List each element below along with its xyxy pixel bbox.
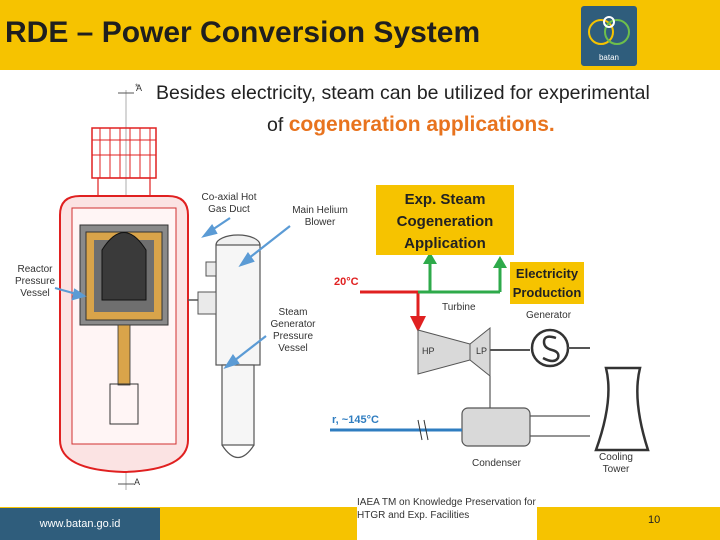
intro-line-1: Besides electricity, steam can be utiliz… [156, 82, 650, 104]
batan-logo: batan [581, 6, 637, 66]
intro-highlight: cogeneration applications. [288, 113, 555, 136]
steam-pipe [360, 290, 426, 332]
label-condenser: Condenser [472, 458, 521, 469]
intro-line-2: of cogeneration applications. [267, 113, 555, 137]
logo-mark-icon [588, 16, 630, 45]
steam-generator-vessel [188, 234, 261, 459]
condenser [461, 376, 590, 447]
return-water-pipe [330, 419, 462, 441]
turbine [417, 326, 530, 378]
label-main-blower: Main Helium Blower [292, 205, 348, 228]
label-sg-vessel: Steam Generator Pressure Vessel [270, 307, 316, 354]
label-section-top: A [136, 83, 143, 93]
label-coaxial-duct: Co-axial Hot Gas Duct [201, 192, 257, 215]
callout-arrows [54, 217, 291, 370]
intro-line-2-prefix: of [267, 114, 289, 136]
generator-icon [530, 328, 590, 368]
label-section-bottom: A [134, 477, 141, 487]
label-temp-return: r, ~145°C [332, 414, 379, 426]
logo-text: batan [598, 53, 620, 62]
label-hp: HP [422, 346, 435, 356]
slide-title: RDE – Power Conversion System [5, 16, 481, 49]
cogeneration-pipes [418, 252, 507, 294]
label-cooling-tower: Cooling Tower [599, 452, 633, 475]
footer-url[interactable]: www.batan.go.id [0, 508, 160, 540]
cooling-tower-icon [594, 366, 650, 452]
label-lp: LP [476, 346, 488, 356]
box-exp-steam: Exp. Steam Cogeneration Application [376, 185, 514, 255]
label-generator: Generator [526, 310, 572, 321]
page-number: 10 [648, 514, 661, 526]
footer-conference: IAEA TM on Knowledge Preservation for HT… [357, 496, 537, 540]
label-reactor-vessel: Reactor Pressure Vessel [14, 264, 55, 299]
reactor-head [91, 127, 157, 197]
box-electricity: Electricity Production [510, 262, 584, 304]
label-turbine: Turbine [442, 302, 476, 313]
bullet-marker: * [135, 82, 139, 92]
reactor-vessel [59, 195, 189, 474]
label-temp-hot: 20°C [334, 276, 359, 288]
